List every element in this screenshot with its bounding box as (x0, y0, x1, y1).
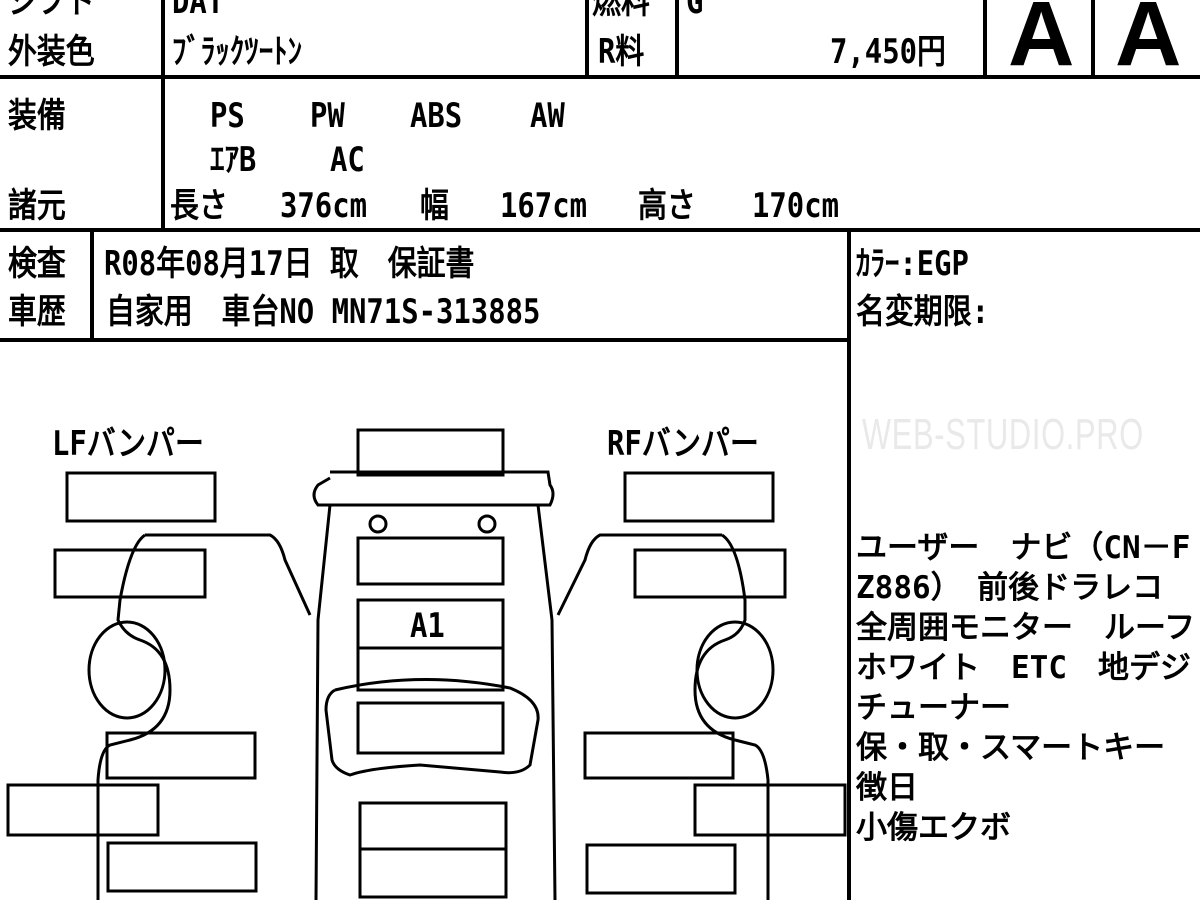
hood-lower-box (356, 646, 505, 692)
front-bumper-box (356, 428, 505, 477)
equipment-item: PS (210, 96, 245, 136)
equipment-item: PW (310, 96, 345, 136)
roof-front-box (358, 801, 508, 851)
width-label: 幅 (420, 186, 449, 226)
damage-mark-hood: A1 (410, 606, 445, 646)
rf-door-box (583, 731, 735, 780)
history-label: 車歴 (8, 292, 66, 332)
height-label: 高さ (638, 186, 696, 226)
inspection-value: R08年08月17日 取 保証書 (104, 244, 475, 284)
notes-text: ユーザー ナビ（CN－FZ886） 前後ドラレコ 全周囲モニター ルーフホワイト… (856, 530, 1196, 846)
watermark: WEB-STUDIO.PRO (862, 410, 1144, 459)
fuel-label: 燃料 (592, 0, 650, 22)
panel-boxes (6, 428, 847, 899)
grade-interior: A (1115, 0, 1182, 85)
equipment-item: AW (530, 96, 565, 136)
length-label: 長さ (170, 186, 228, 226)
rf-bumper-box (623, 471, 775, 523)
equipment-item: ｴｱB (210, 140, 257, 180)
r-step-box (693, 783, 847, 837)
color-code: ｶﾗｰ:EGP (856, 244, 969, 284)
car-outline (87, 470, 775, 900)
height-value: 170cm (752, 186, 840, 226)
rf-bumper-label: RFバンパー (607, 424, 759, 464)
equipment-item: AC (330, 140, 365, 180)
l-step-box (6, 783, 160, 837)
windshield-box (356, 701, 505, 755)
lf-bumper-box (65, 471, 217, 523)
recycle-fee-value: 7,450円 (830, 32, 946, 72)
recycle-fee-label: R料 (598, 32, 645, 72)
equipment-label: 装備 (8, 96, 66, 136)
history-value: 自家用 車台NO MN71S-313885 (106, 292, 541, 332)
grille-box (356, 536, 505, 586)
name-change-deadline: 名変期限: (856, 292, 990, 332)
length-value: 376cm (280, 186, 368, 226)
fuel-value: G (686, 0, 704, 22)
shift-value: DAT (172, 0, 225, 22)
lf-fender-box (53, 548, 207, 599)
width-value: 167cm (500, 186, 588, 226)
rr-door-box (585, 843, 737, 895)
lf-bumper-label: LFバンパー (52, 424, 204, 464)
roof-rear-box (358, 847, 508, 899)
exterior-color-value: ﾌﾞﾗｯｸﾂｰﾄﾝ (172, 32, 303, 72)
specs-label: 諸元 (8, 186, 66, 226)
lr-door-box (106, 841, 258, 893)
exterior-color-label: 外装色 (8, 32, 95, 72)
equipment-item: ABS (410, 96, 463, 136)
rf-fender-box (633, 548, 787, 599)
lf-door-box (105, 731, 257, 780)
grade-exterior: A (1008, 0, 1075, 85)
shift-label: シフト (8, 0, 95, 22)
inspection-label: 検査 (8, 244, 66, 284)
